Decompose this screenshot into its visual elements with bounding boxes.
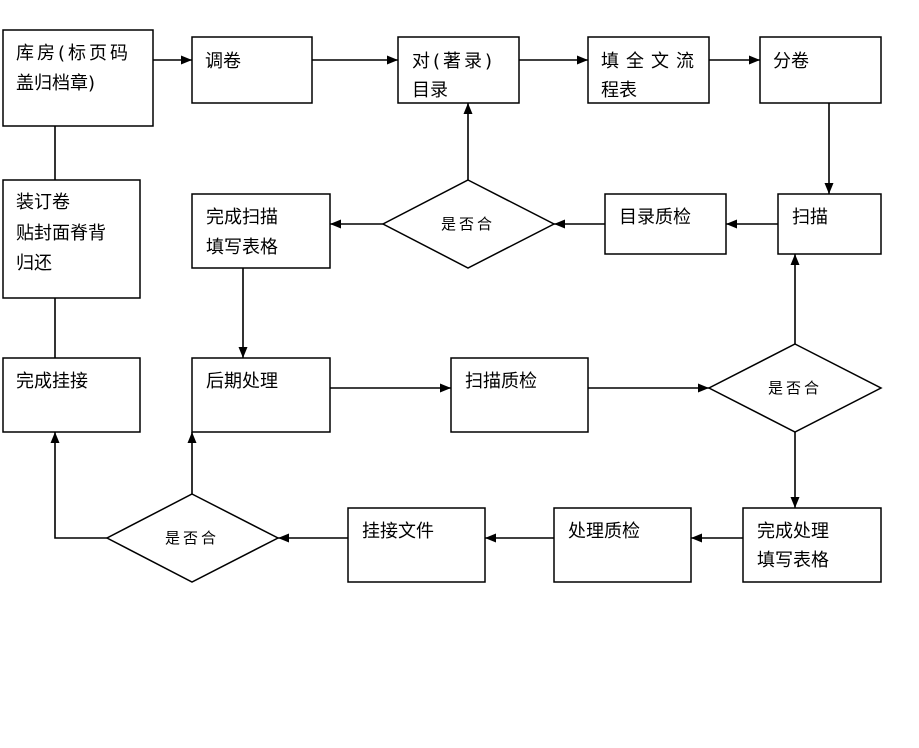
node-link-file: 挂接文件	[347, 507, 486, 583]
node-split: 分卷	[759, 36, 882, 104]
node-label-line: 填写表格	[757, 550, 829, 571]
node-label-line: 装订卷	[16, 192, 70, 213]
node-box	[2, 357, 141, 433]
node-decision-2: 是否合	[707, 343, 883, 433]
node-label-line: 完成扫描	[206, 207, 278, 228]
node-box	[777, 193, 882, 255]
node-box	[191, 36, 313, 104]
node-box	[2, 29, 154, 127]
node-label-line: 目录质检	[619, 207, 691, 228]
node-label-line: 对(著录)	[412, 51, 495, 72]
decision-diamond	[381, 179, 556, 269]
node-post-process: 后期处理	[191, 357, 331, 433]
node-box	[742, 507, 882, 583]
node-label-line: 后期处理	[206, 371, 278, 392]
node-bind-return: 装订卷 贴封面脊背 归还	[2, 179, 141, 299]
edges	[50, 55, 834, 543]
node-storage: 库房(标页码 盖归档章)	[2, 29, 154, 127]
node-label-line: 归还	[16, 253, 52, 274]
node-box	[587, 36, 710, 104]
node-box	[191, 193, 331, 269]
node-label-line: 库房(标页码	[16, 43, 131, 64]
node-decision-1: 是否合	[381, 179, 556, 269]
decision-label: 是否合	[165, 529, 219, 547]
node-box	[759, 36, 882, 104]
node-label-line: 目录	[412, 80, 448, 101]
decision-label: 是否合	[441, 215, 495, 233]
node-box	[553, 507, 692, 583]
node-label-line: 完成挂接	[16, 371, 88, 392]
node-box	[191, 357, 331, 433]
arrow-decision-3-to-link-done	[50, 432, 107, 539]
node-label-line: 盖归档章)	[16, 73, 95, 94]
node-scan-done: 完成扫描 填写表格	[191, 193, 331, 269]
decision-label: 是否合	[768, 379, 822, 397]
node-box	[397, 36, 520, 104]
node-decision-3: 是否合	[105, 493, 280, 583]
node-label-line: 扫描质检	[465, 371, 537, 392]
node-label-line: 填全文流	[601, 51, 701, 72]
node-process-qc: 处理质检	[553, 507, 692, 583]
node-label-line: 挂接文件	[362, 521, 434, 542]
node-process-done: 完成处理 填写表格	[742, 507, 882, 583]
node-link-done: 完成挂接	[2, 357, 141, 433]
node-box	[347, 507, 486, 583]
node-retrieve: 调卷	[191, 36, 313, 104]
decision-diamond	[707, 343, 883, 433]
node-label-line: 填写表格	[206, 237, 278, 258]
node-box	[450, 357, 589, 433]
node-label-line: 程表	[601, 80, 637, 101]
node-label-line: 贴封面脊背	[16, 223, 106, 244]
node-label-line: 扫描	[792, 207, 828, 228]
decision-diamond	[105, 493, 280, 583]
node-fill-form: 填全文流 程表	[587, 36, 710, 104]
node-scan: 扫描	[777, 193, 882, 255]
node-label-line: 完成处理	[757, 521, 829, 542]
node-catalog-qc: 目录质检	[604, 193, 727, 255]
node-scan-qc: 扫描质检	[450, 357, 589, 433]
node-label-line: 处理质检	[568, 521, 640, 542]
node-box	[604, 193, 727, 255]
node-label-line: 分卷	[773, 51, 809, 72]
node-catalog: 对(著录) 目录	[397, 36, 520, 104]
node-box	[2, 179, 141, 299]
node-label-line: 调卷	[205, 51, 241, 72]
